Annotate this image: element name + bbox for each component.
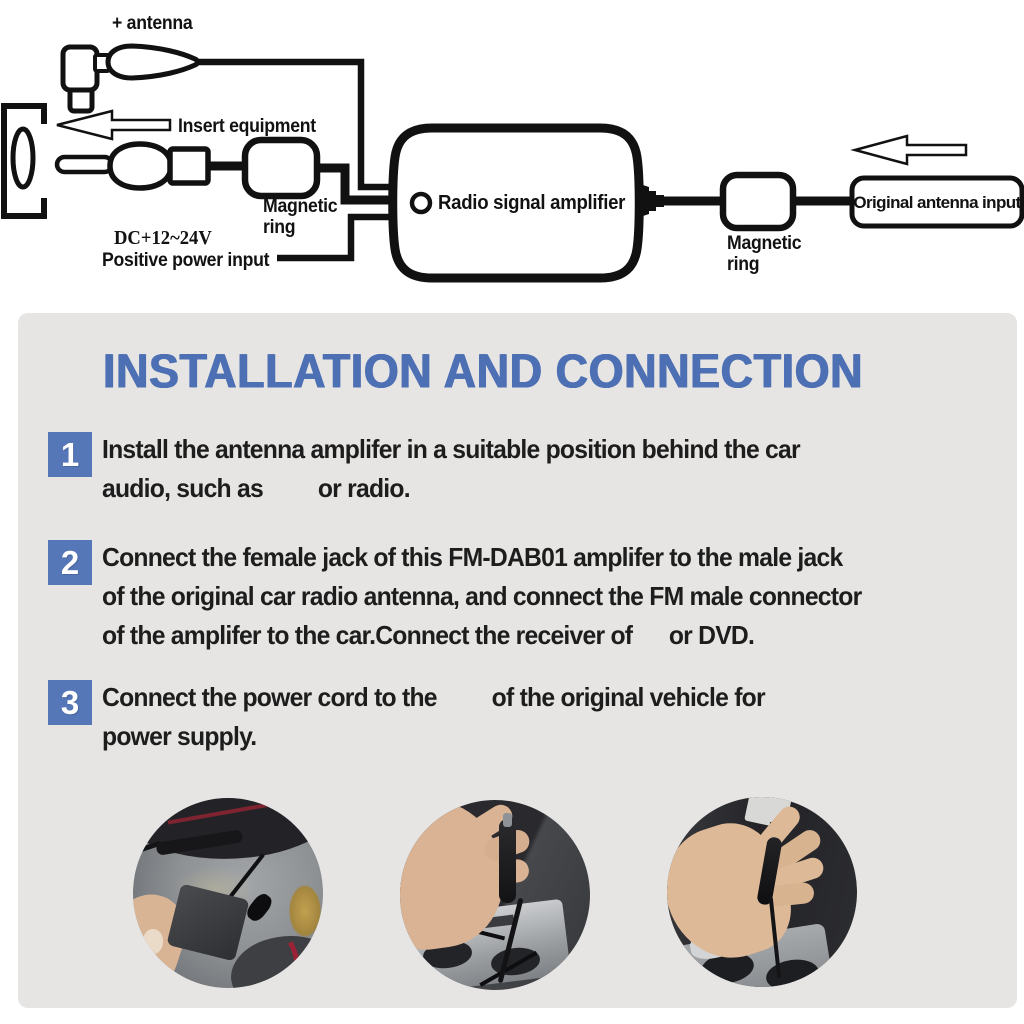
step-3-number-badge: 3 (48, 680, 92, 725)
photo-amplifier-on-dashboard (133, 798, 323, 988)
step-1-number-badge: 1 (48, 432, 92, 477)
step-2-line-3: of the amplifer to the car.Connect the r… (102, 620, 755, 650)
photo-connector-into-stereo (400, 800, 590, 990)
amplifier-box (388, 123, 644, 283)
dc-power-label: DC+12~24V (114, 227, 212, 249)
car-radio-socket (1, 103, 47, 219)
step-2-line-1: Connect the female jack of this FM-DAB01… (102, 542, 843, 572)
direction-arrow-icon (850, 134, 968, 166)
radio-signal-amplifier-label: Radio signal amplifier (438, 192, 626, 214)
plus-antenna-label: + antenna (112, 13, 193, 34)
original-antenna-input-label: Original antenna input (853, 192, 1021, 212)
indicator-dot-icon (409, 191, 433, 215)
connector-tip (502, 813, 513, 827)
positive-power-input-label: Positive power input (102, 250, 270, 271)
insert-equipment-label: Insert equipment (178, 116, 316, 137)
step-1-line-1: Install the antenna amplifer in a suitab… (102, 434, 801, 464)
step-2-line-2: of the original car radio antenna, and c… (102, 581, 862, 611)
wire-power-to-amplifier (277, 213, 395, 262)
insert-arrow-icon (56, 109, 172, 141)
wire-antenna-to-amplifier (195, 58, 395, 191)
antenna-jack-plug (54, 141, 211, 191)
antenna-plug-connector (60, 43, 200, 114)
magnetic-ring-left (241, 136, 321, 200)
step-3-line-1: Connect the power cord to the of the ori… (102, 682, 766, 712)
magnetic-ring-left-label: Magnetic ring (263, 196, 338, 238)
thumb-nail (142, 929, 164, 954)
panel-title: INSTALLATION AND CONNECTION (103, 343, 864, 399)
magnetic-ring-right-label: Magnetic ring (727, 233, 802, 275)
magnetic-ring-right (719, 171, 797, 232)
step-2-number-badge: 2 (48, 540, 92, 585)
wiring-diagram (1, 43, 1024, 283)
installation-panel: INSTALLATION AND CONNECTION 1 Install th… (18, 313, 1017, 1008)
wire-ring-left-to-amplifier (315, 163, 395, 205)
yellow-reflection (288, 885, 322, 937)
serrated-connector-icon (640, 184, 664, 217)
original-antenna-input-box (849, 175, 1024, 229)
photo-inline-connector-in-palm (667, 797, 857, 987)
antenna-connector (498, 819, 516, 903)
step-1-line-2: audio, such as or radio. (102, 473, 411, 503)
step-3-line-2: power supply. (102, 721, 257, 751)
